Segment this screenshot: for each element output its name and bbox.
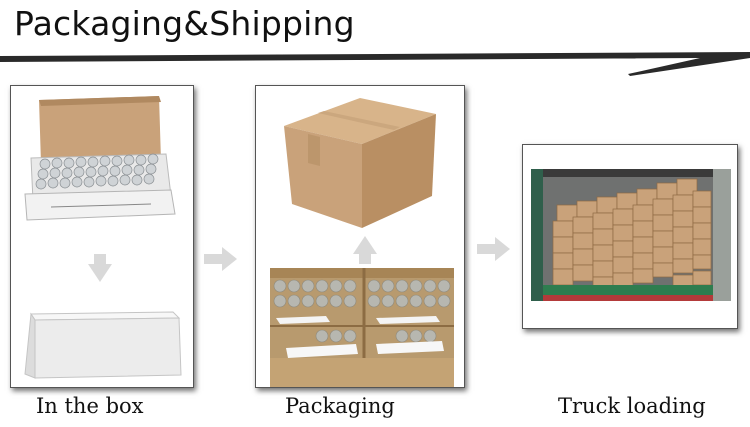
- arrow-right-icon: [204, 247, 237, 271]
- step-caption-packaging: Packaging: [285, 394, 395, 418]
- page-title: Packaging&Shipping: [14, 4, 355, 43]
- arrow-right-icon: [477, 237, 510, 261]
- in-the-box-panel: [10, 85, 194, 388]
- packaging-photo: [270, 98, 454, 387]
- truck-loading-photo: [531, 169, 731, 301]
- step-caption-in-the-box: In the box: [36, 394, 144, 418]
- arrow-up-icon: [353, 236, 377, 264]
- arrow-down-icon: [88, 254, 112, 282]
- in-the-box-photo: [24, 96, 182, 379]
- title-underline: [0, 52, 750, 76]
- packaging-panel: [255, 85, 465, 388]
- truck-loading-panel: [522, 144, 738, 329]
- step-caption-truck-loading: Truck loading: [558, 394, 706, 418]
